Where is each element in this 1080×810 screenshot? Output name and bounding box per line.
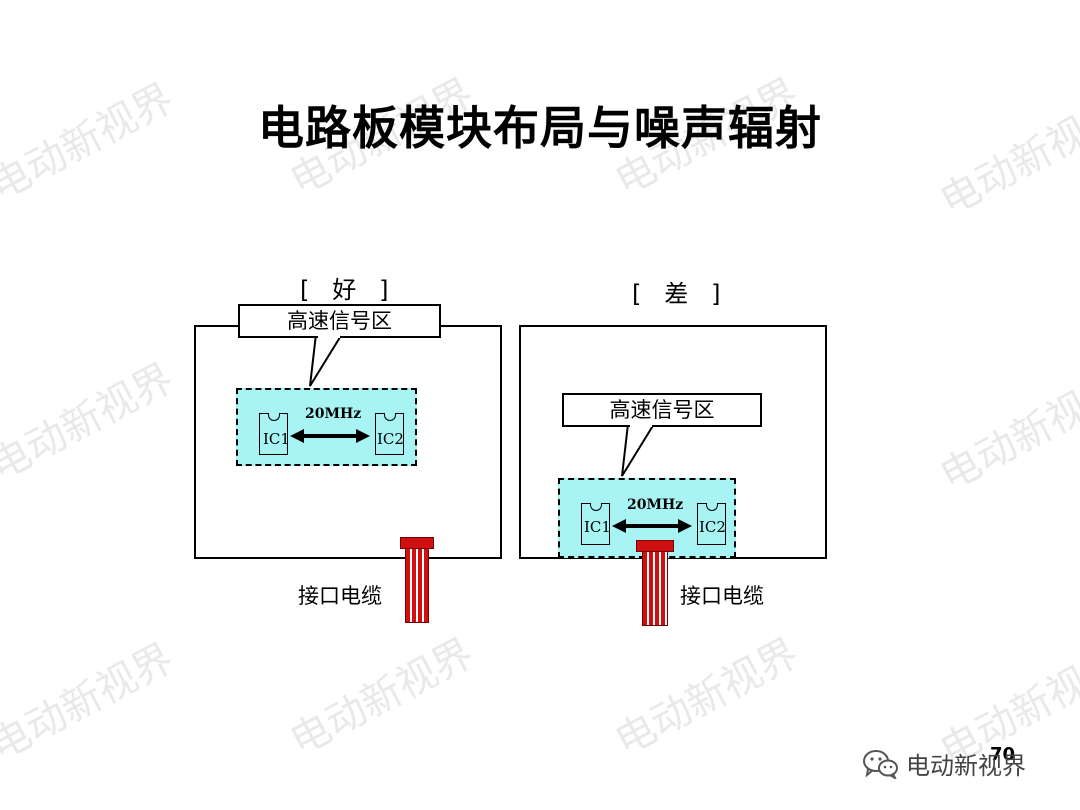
panel-label-bad: [ 差 ]	[632, 280, 721, 308]
frequency-label: 20MHz	[305, 406, 362, 422]
watermark: 电动新视界	[282, 630, 481, 765]
ic1-chip	[259, 413, 288, 455]
slide-title: 电路板模块布局与噪声辐射	[258, 101, 822, 155]
watermark: 电动新视界	[0, 355, 181, 490]
frequency-label: 20MHz	[627, 497, 684, 513]
wechat-icon	[863, 749, 898, 779]
brand-badge: 电动新视界	[862, 746, 1026, 781]
ic2-chip	[375, 413, 404, 455]
brand-name: 电动新视界	[906, 752, 1026, 780]
double-arrow-icon	[612, 519, 692, 533]
ic1-label: IC1	[584, 518, 611, 536]
callout-pointer	[621, 423, 656, 477]
interface-cable	[405, 548, 429, 623]
ic2-label: IC2	[377, 430, 404, 448]
interface-cable	[642, 551, 668, 626]
panel-label-good: [ 好 ]	[300, 276, 389, 304]
watermark: 电动新视界	[0, 635, 181, 770]
cable-label: 接口电缆	[680, 584, 764, 608]
cable-label: 接口电缆	[298, 584, 382, 608]
ic1-chip	[581, 503, 610, 545]
watermark: 电动新视界	[932, 365, 1080, 500]
callout-high-speed-zone: 高速信号区	[238, 304, 441, 338]
watermark: 电动新视界	[607, 630, 806, 765]
page-number: 70	[990, 744, 1016, 765]
ic2-chip	[697, 503, 726, 545]
ic2-label: IC2	[699, 518, 726, 536]
double-arrow-icon	[290, 429, 370, 443]
callout-pointer	[309, 333, 344, 387]
ic1-label: IC1	[263, 430, 290, 448]
callout-high-speed-zone: 高速信号区	[562, 393, 762, 427]
